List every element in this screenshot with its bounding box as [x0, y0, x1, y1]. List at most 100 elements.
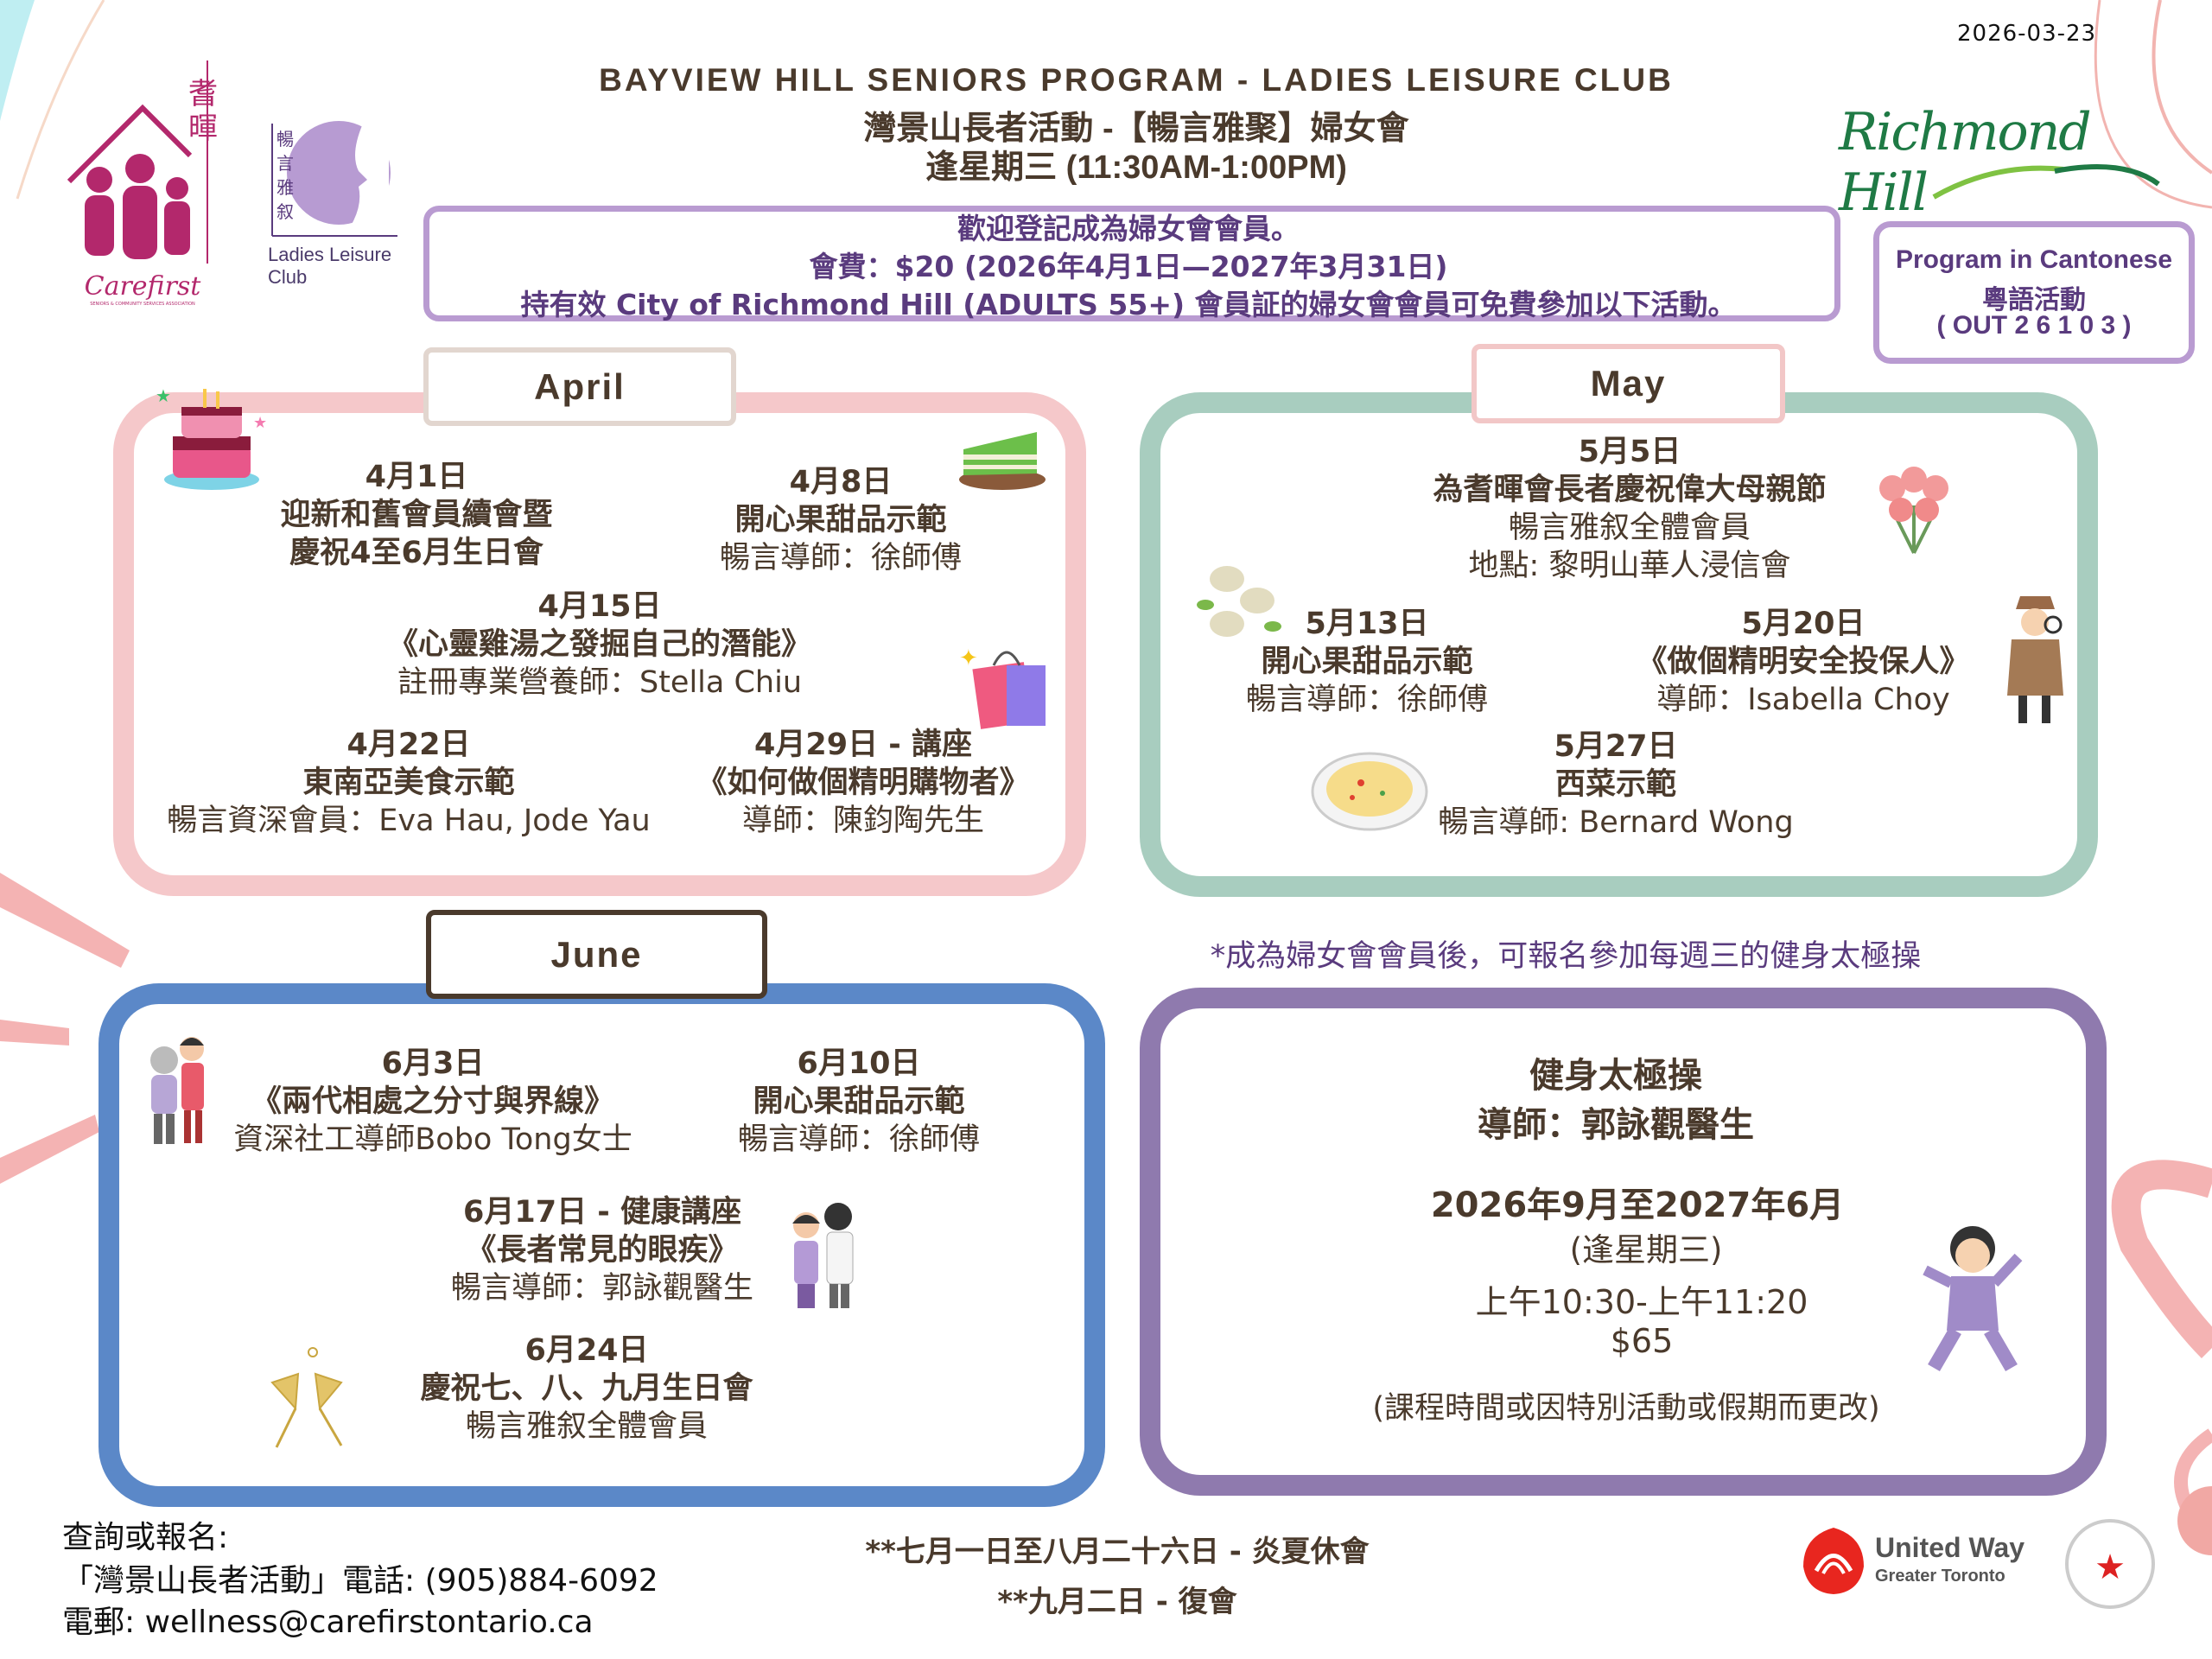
schedule-time: 逢星期三 (11:30AM-1:00PM): [925, 149, 1347, 186]
summer-break-note: **七月一日至八月二十六日 - 炎夏休會: [865, 1535, 1370, 1569]
woman-profile-icon: 暢言 雅叙: [271, 121, 397, 237]
event-apr-1: 4月1日 迎新和舊會員續會暨 慶祝4至6月生日會: [280, 458, 552, 572]
april-frame: [113, 392, 1086, 896]
date-stamp: 2026-03-23: [1957, 21, 2097, 47]
event-may-27: 5月27日 西菜示範 暢言導師: Bernard Wong: [1438, 728, 1793, 842]
event-instructor: 暢言資深會員：Eva Hau, Jode Yau: [167, 804, 651, 838]
event-apr-22: 4月22日 東南亞美食示範 暢言資深會員：Eva Hau, Jode Yau: [167, 726, 650, 840]
accreditation-seal-icon: ★: [2065, 1519, 2155, 1609]
contact-heading: 查詢或報名:: [62, 1520, 229, 1555]
event-date: 6月3日: [381, 1046, 485, 1081]
event-may-5: 5月5日 為耆暉會長者慶祝偉大母親節 暢言雅叙全體會員 地點: 黎明山華人浸信會: [1433, 433, 1826, 585]
june-frame: [99, 983, 1105, 1507]
taichi-remark: (課程時間或因特別活動或假期而更改): [1372, 1391, 1880, 1426]
event-title: 慶祝4至6月生日會: [289, 536, 543, 570]
taichi-title: 健身太極操: [1529, 1056, 1702, 1096]
richmond-hill-logo: Richmond Hill: [1839, 102, 2167, 223]
carnation-bouquet-icon: [1879, 467, 1948, 554]
event-title: 《如何做個精明購物者》: [696, 766, 1030, 800]
may-label: May: [1471, 344, 1785, 423]
taichi-frame: [1140, 988, 2107, 1496]
richmond-hill-wordmark: Richmond Hill: [1839, 102, 2092, 223]
cantonese-label-zh: 粵語活動: [1982, 285, 2086, 315]
event-title: 《做個精明安全投保人》: [1637, 645, 1970, 679]
event-instructor: 暢言導師：徐師傅: [1245, 683, 1489, 717]
svg-text:★: ★: [156, 385, 171, 406]
birthday-cake-icon: ★★: [156, 385, 267, 490]
event-instructor: 導師：Isabella Choy: [1656, 683, 1950, 717]
event-title: 西菜示範: [1554, 767, 1677, 802]
event-date: 4月29日 - 講座: [754, 728, 972, 762]
contact-phone: 「灣景山長者活動」電話: (905)884-6092: [62, 1563, 658, 1599]
event-date: 4月22日: [346, 728, 471, 762]
carefirst-house-icon: 耆 暉: [67, 60, 218, 264]
event-participants: 暢言雅叙全體會員: [1508, 511, 1751, 545]
event-title: 《心靈雞湯之發掘自己的潛能》: [387, 627, 812, 662]
event-participants: 暢言雅叙全體會員: [465, 1409, 709, 1444]
united-way-sub: Greater Toronto: [1875, 1567, 2005, 1586]
taichi-day: (逢星期三): [1569, 1231, 1723, 1268]
svg-text:叙: 叙: [276, 201, 294, 222]
svg-text:暉: 暉: [188, 111, 218, 146]
svg-text:雅: 雅: [276, 177, 294, 198]
ladies-club-name: Ladies Leisure Club: [268, 244, 392, 288]
united-way-name: United Way: [1875, 1532, 2025, 1563]
june-label: June: [426, 910, 767, 999]
elderly-and-caregiver-icon: [150, 1037, 204, 1144]
event-may-20: 5月20日 《做個精明安全投保人》 導師：Isabella Choy: [1637, 605, 1969, 719]
pistachio-icon: [1197, 566, 1281, 637]
svg-text:★: ★: [253, 414, 267, 432]
event-date: 5月13日: [1305, 607, 1429, 641]
taichi-instructor: 導師：郭詠觀醫生: [1478, 1105, 1754, 1145]
event-may-13: 5月13日 開心果甜品示範 暢言導師：徐師傅: [1246, 605, 1488, 719]
ladies-club-logo: 暢言 雅叙 Ladies Leisure Club: [268, 119, 406, 288]
event-apr-8: 4月8日 開心果甜品示範 暢言導師：徐師傅: [720, 463, 962, 577]
membership-free-note: 持有效 City of Richmond Hill (ADULTS 55+) 會…: [520, 288, 1737, 321]
event-date: 4月15日: [537, 589, 662, 624]
svg-text:言: 言: [276, 153, 294, 174]
taichi-note: *成為婦女會會員後，可報名參加每週三的健身太極操: [1210, 939, 1922, 974]
carefirst-name: Carefirst: [84, 271, 201, 302]
page-title-zh: 灣景山長者活動 -【暢言雅聚】婦女會: [863, 111, 1409, 147]
event-instructor: 暢言導師：郭詠觀醫生: [450, 1271, 754, 1306]
event-date: 4月1日: [365, 460, 468, 494]
taichi-time: 上午10:30-上午11:20: [1475, 1283, 1808, 1321]
event-date: 5月27日: [1554, 729, 1678, 764]
event-title: 東南亞美食示範: [302, 766, 515, 800]
pasta-plate-icon: [1311, 752, 1428, 831]
cantonese-label: Program in Cantonese: [1895, 245, 2173, 274]
event-instructor: 註冊專業營養師：Stella Chiu: [397, 665, 803, 700]
shopping-bags-icon: ✦: [959, 645, 1046, 729]
event-date: 5月5日: [1578, 435, 1681, 469]
event-instructor: 導師：陳鈞陶先生: [741, 804, 985, 838]
event-title: 開心果甜品示範: [753, 1084, 965, 1119]
champagne-glasses-icon: [270, 1347, 343, 1448]
carefirst-tagline: SENIORS & COMMUNITY SERVICES ASSOCIATION: [90, 302, 195, 307]
event-title: 開心果甜品示範: [1261, 645, 1473, 679]
event-location: 地點: 黎明山華人浸信會: [1468, 549, 1791, 583]
april-label: April: [423, 347, 736, 426]
resume-note: **九月二日 - 復會: [997, 1585, 1237, 1619]
svg-text:★: ★: [2094, 1548, 2126, 1587]
cantonese-program-box: [1873, 221, 2195, 364]
event-title: 開心果甜品示範: [734, 503, 947, 537]
event-instructor: 暢言導師：徐師傅: [737, 1122, 981, 1157]
event-title: 慶祝七、八、九月生日會: [420, 1371, 753, 1406]
event-jun-17: 6月17日 - 健康講座 《長者常見的眼疾》 暢言導師：郭詠觀醫生: [451, 1193, 753, 1307]
program-code: ( OUT 2 6 1 0 3 ): [1936, 311, 2132, 340]
page-title-en: BAYVIEW HILL SENIORS PROGRAM - LADIES LE…: [599, 62, 1674, 98]
event-title: 《兩代相處之分寸與界線》: [251, 1084, 614, 1119]
green-cake-slice-icon: [959, 432, 1046, 490]
event-title: 為耆暉會長者慶祝偉大母親節: [1433, 473, 1827, 507]
event-jun-10: 6月10日 開心果甜品示範 暢言導師：徐師傅: [738, 1045, 980, 1159]
united-way-hand-icon: [1803, 1528, 1864, 1594]
contact-email: 電郵: wellness@carefirstontario.ca: [62, 1605, 594, 1640]
event-jun-3: 6月3日 《兩代相處之分寸與界線》 資深社工導師Bobo Tong女士: [233, 1045, 632, 1159]
taichi-fee: $65: [1610, 1322, 1674, 1360]
event-title: 迎新和舊會員續會暨: [280, 498, 553, 532]
event-apr-29: 4月29日 - 講座 《如何做個精明購物者》 導師：陳鈞陶先生: [696, 726, 1029, 840]
event-instructor: 暢言導師：徐師傅: [719, 541, 963, 575]
taichi-person-icon: [1923, 1226, 2023, 1372]
event-date: 6月24日: [524, 1333, 649, 1368]
